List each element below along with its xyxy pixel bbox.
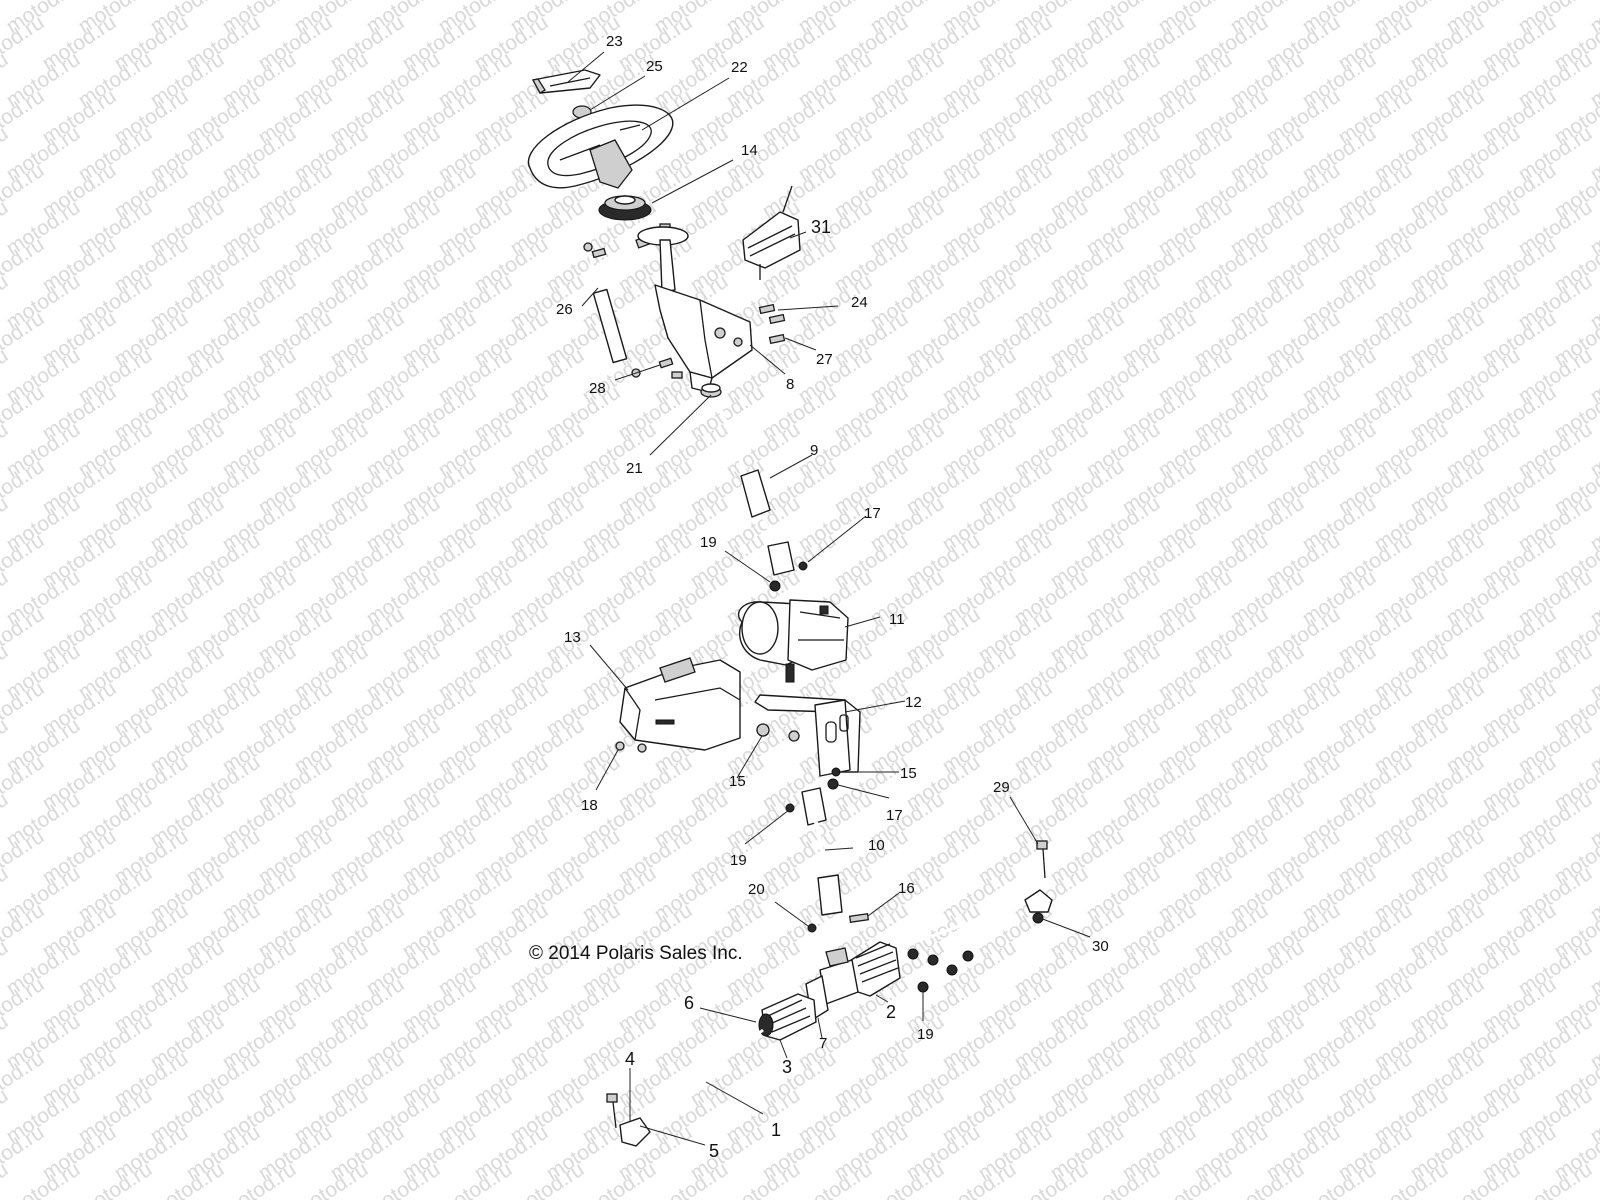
callout-2: 2 [886, 1002, 896, 1022]
callout-11: 11 [889, 611, 905, 628]
callout-6: 6 [684, 993, 694, 1013]
callout-3: 3 [782, 1057, 792, 1077]
callout-19b: 19 [730, 852, 747, 869]
callout-27: 27 [816, 351, 833, 368]
callout-12: 12 [905, 694, 922, 711]
callout-14: 14 [741, 142, 758, 159]
callout-4: 4 [625, 1049, 635, 1069]
callout-13: 13 [564, 629, 581, 646]
callout-19a: 19 [700, 534, 717, 551]
callout-26: 26 [556, 301, 573, 318]
callout-23: 23 [606, 33, 623, 50]
callout-22: 22 [731, 59, 748, 76]
callout-17a: 17 [864, 505, 881, 522]
callout-15a: 15 [729, 773, 746, 790]
callout-1: 1 [771, 1120, 781, 1140]
callout-29: 29 [993, 779, 1010, 796]
callout-8: 8 [786, 376, 794, 393]
callout-18: 18 [581, 797, 598, 814]
callout-10: 10 [868, 837, 885, 854]
callout-9: 9 [810, 442, 818, 459]
callout-24: 24 [851, 294, 868, 311]
callout-20: 20 [748, 881, 765, 898]
callout-25: 25 [646, 58, 663, 75]
callout-17b: 17 [886, 807, 903, 824]
callout-28: 28 [589, 380, 606, 397]
callout-30: 30 [1092, 938, 1109, 955]
callout-15b: 15 [900, 765, 917, 782]
callout-5: 5 [709, 1141, 719, 1161]
copyright-notice: © 2014 Polaris Sales Inc. [529, 943, 743, 964]
callout-21: 21 [626, 460, 643, 477]
callout-16: 16 [898, 880, 915, 897]
callout-7: 7 [819, 1035, 827, 1052]
callout-31: 31 [811, 217, 831, 237]
steering-wheel-part [527, 104, 674, 189]
callout-19c: 19 [917, 1026, 934, 1043]
steering-hub-part [598, 195, 652, 221]
